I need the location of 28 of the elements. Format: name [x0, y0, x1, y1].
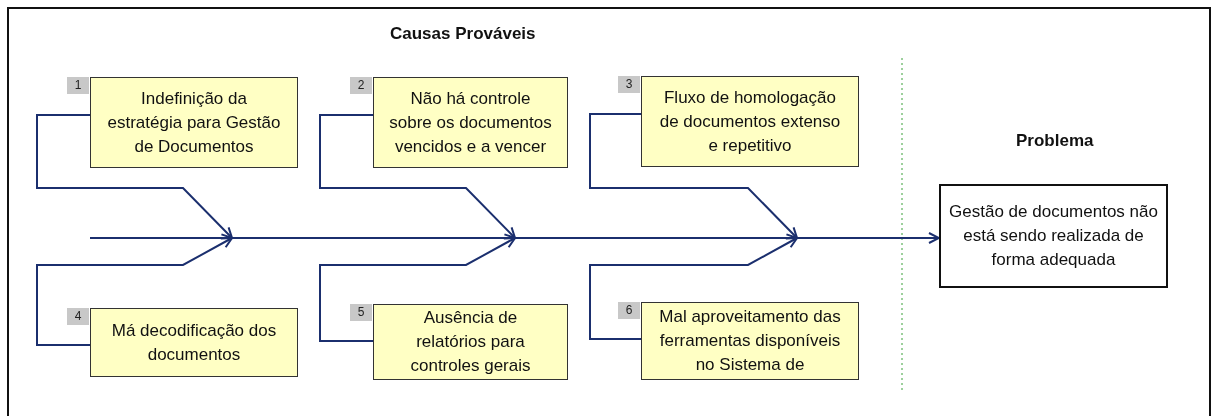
cause-text: Mal aproveitamento das ferramentas disponíveis no Sistema de: [658, 306, 842, 376]
cause-text: Indefinição da estratégia para Gestão de Documentos: [106, 87, 282, 158]
arrow: [319, 237, 516, 342]
cause-box: [373, 304, 568, 380]
callout-number: 1: [67, 77, 89, 94]
title: Causas Prováveis: [390, 24, 536, 44]
callout-number: 2: [350, 77, 372, 94]
callout-number: 5: [350, 304, 372, 321]
arrow: [589, 237, 798, 340]
cause-box: [641, 76, 859, 167]
section-heading: Problema: [1016, 131, 1094, 151]
arrow: [36, 114, 233, 239]
cause-text: Não há controle sobre os documentos vencidos e a vencer: [388, 87, 553, 158]
cause-text: Ausência de relatórios para controles gerais: [409, 307, 532, 377]
cause-text: Fluxo de homologação de documentos extenso e repetitivo: [658, 86, 842, 157]
callout-number: 6: [618, 302, 640, 319]
cause-box: [373, 77, 568, 168]
cause-text: Má decodificação dos documentos: [110, 319, 278, 366]
arrow: [36, 237, 233, 346]
cause-box: [641, 302, 859, 380]
arrow: [589, 113, 798, 239]
cause-box: [90, 77, 298, 168]
arrow: [319, 114, 516, 239]
arrow: [89, 232, 940, 244]
cause-box: [90, 308, 298, 377]
callout-number: 3: [618, 76, 640, 93]
problem-box: Gestão de documentos não está sendo realizada de forma adequada: [939, 184, 1168, 288]
callout-number: 4: [67, 308, 89, 325]
